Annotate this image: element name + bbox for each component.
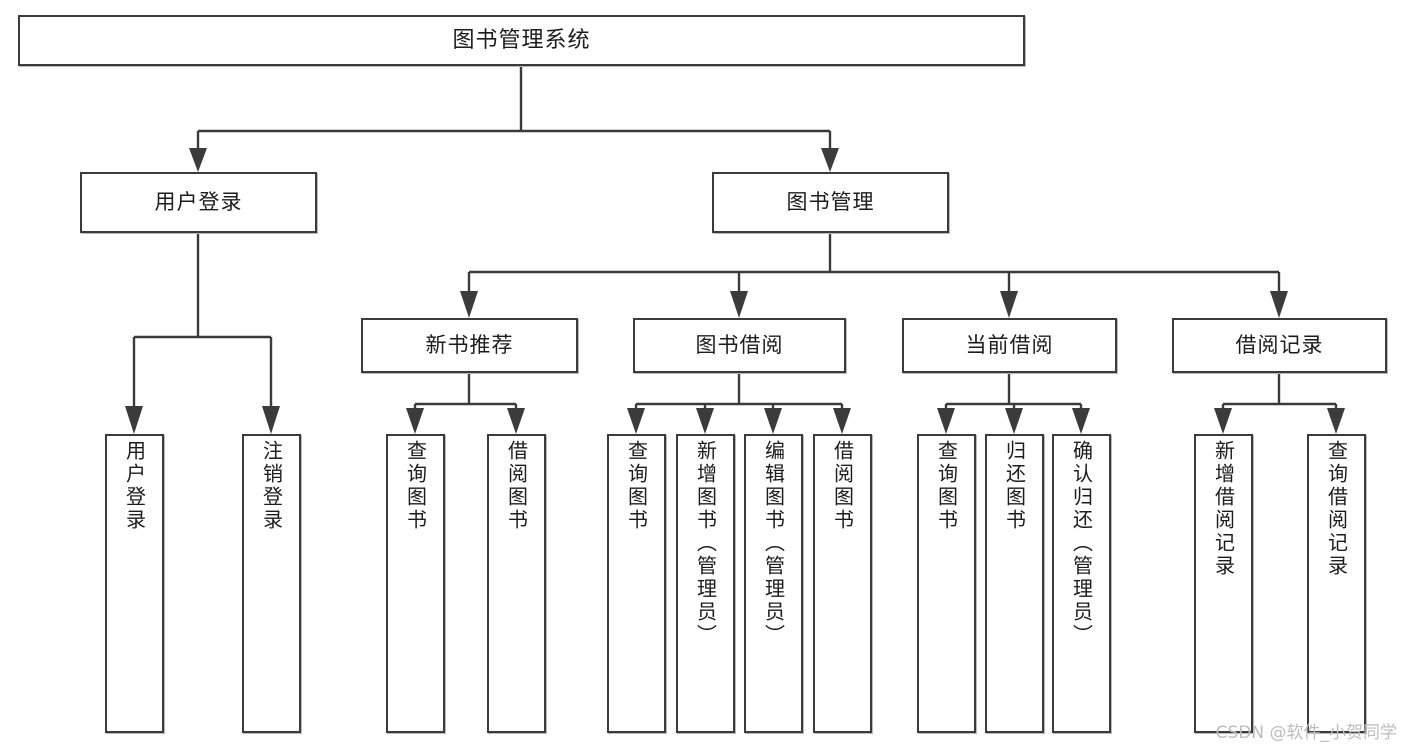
arrow-leaf-query-book-3 <box>937 408 955 434</box>
arrow-new-book-recommend <box>460 291 478 318</box>
arrow-borrow-record <box>1270 291 1288 318</box>
arrow-leaf-borrow-book-2 <box>833 408 851 434</box>
node-leaf-borrow-book-2[interactable]: 借阅图书 <box>813 434 872 733</box>
node-borrow-record-label: 借阅记录 <box>1235 333 1324 358</box>
node-leaf-add-book-label: 新增图书（管理员） <box>693 440 718 647</box>
arrow-book-borrow <box>730 291 748 318</box>
node-leaf-add-record-label: 新增借阅记录 <box>1211 440 1236 578</box>
arrow-leaf-return-book <box>1005 408 1023 434</box>
node-current-borrow[interactable]: 当前借阅 <box>902 318 1117 373</box>
arrow-leaf-query-record <box>1327 408 1345 434</box>
arrow-book-manage <box>821 148 839 172</box>
node-current-borrow-label: 当前借阅 <box>965 333 1054 358</box>
arrow-leaf-add-record <box>1214 408 1232 434</box>
arrow-leaf-edit-book <box>764 408 782 434</box>
node-user-login-label: 用户登录 <box>154 190 243 215</box>
node-leaf-query-record[interactable]: 查询借阅记录 <box>1307 434 1366 733</box>
node-leaf-query-book-3[interactable]: 查询图书 <box>917 434 976 733</box>
arrow-leaf-add-book <box>696 408 714 434</box>
arrow-user-login <box>189 148 207 172</box>
node-leaf-query-book-1-label: 查询图书 <box>403 440 428 532</box>
node-leaf-confirm-return-label: 确认归还（管理员） <box>1069 440 1094 647</box>
csdn-watermark: CSDN @软件_小贺同学 <box>1215 723 1397 743</box>
node-leaf-query-book-2-label: 查询图书 <box>624 440 649 532</box>
node-leaf-query-book-3-label: 查询图书 <box>934 440 959 532</box>
node-leaf-user-login[interactable]: 用户登录 <box>105 434 164 733</box>
node-leaf-add-book[interactable]: 新增图书（管理员） <box>676 434 735 733</box>
node-leaf-user-login-label: 用户登录 <box>122 440 147 532</box>
arrow-leaf-borrow-book-1 <box>507 408 525 434</box>
node-leaf-add-record[interactable]: 新增借阅记录 <box>1194 434 1253 733</box>
node-new-book-recommend-label: 新书推荐 <box>425 333 514 358</box>
node-borrow-record[interactable]: 借阅记录 <box>1172 318 1387 373</box>
node-leaf-edit-book[interactable]: 编辑图书（管理员） <box>744 434 803 733</box>
node-book-manage[interactable]: 图书管理 <box>712 172 949 233</box>
node-leaf-return-book-label: 归还图书 <box>1002 440 1027 532</box>
arrow-leaf-logout <box>262 406 280 434</box>
node-root[interactable]: 图书管理系统 <box>18 15 1025 66</box>
node-book-borrow[interactable]: 图书借阅 <box>633 318 846 373</box>
node-leaf-logout[interactable]: 注销登录 <box>242 434 301 733</box>
node-leaf-confirm-return[interactable]: 确认归还（管理员） <box>1052 434 1111 733</box>
arrow-leaf-query-book-2 <box>627 408 645 434</box>
node-root-label: 图书管理系统 <box>452 27 591 53</box>
node-user-login[interactable]: 用户登录 <box>80 172 317 233</box>
node-leaf-borrow-book-1-label: 借阅图书 <box>504 440 529 532</box>
node-leaf-query-book-1[interactable]: 查询图书 <box>386 434 445 733</box>
node-leaf-borrow-book-2-label: 借阅图书 <box>830 440 855 532</box>
arrow-leaf-user-login <box>125 406 143 434</box>
arrow-current-borrow <box>1000 291 1018 318</box>
arrow-leaf-confirm-return <box>1072 408 1090 434</box>
node-leaf-edit-book-label: 编辑图书（管理员） <box>761 440 786 647</box>
node-new-book-recommend[interactable]: 新书推荐 <box>361 318 578 373</box>
node-leaf-query-book-2[interactable]: 查询图书 <box>607 434 666 733</box>
node-leaf-return-book[interactable]: 归还图书 <box>985 434 1044 733</box>
node-book-borrow-label: 图书借阅 <box>695 333 784 358</box>
node-book-manage-label: 图书管理 <box>786 190 875 215</box>
arrow-leaf-query-book-1 <box>406 408 424 434</box>
node-leaf-logout-label: 注销登录 <box>259 440 284 532</box>
node-leaf-query-record-label: 查询借阅记录 <box>1324 440 1349 578</box>
node-leaf-borrow-book-1[interactable]: 借阅图书 <box>487 434 546 733</box>
